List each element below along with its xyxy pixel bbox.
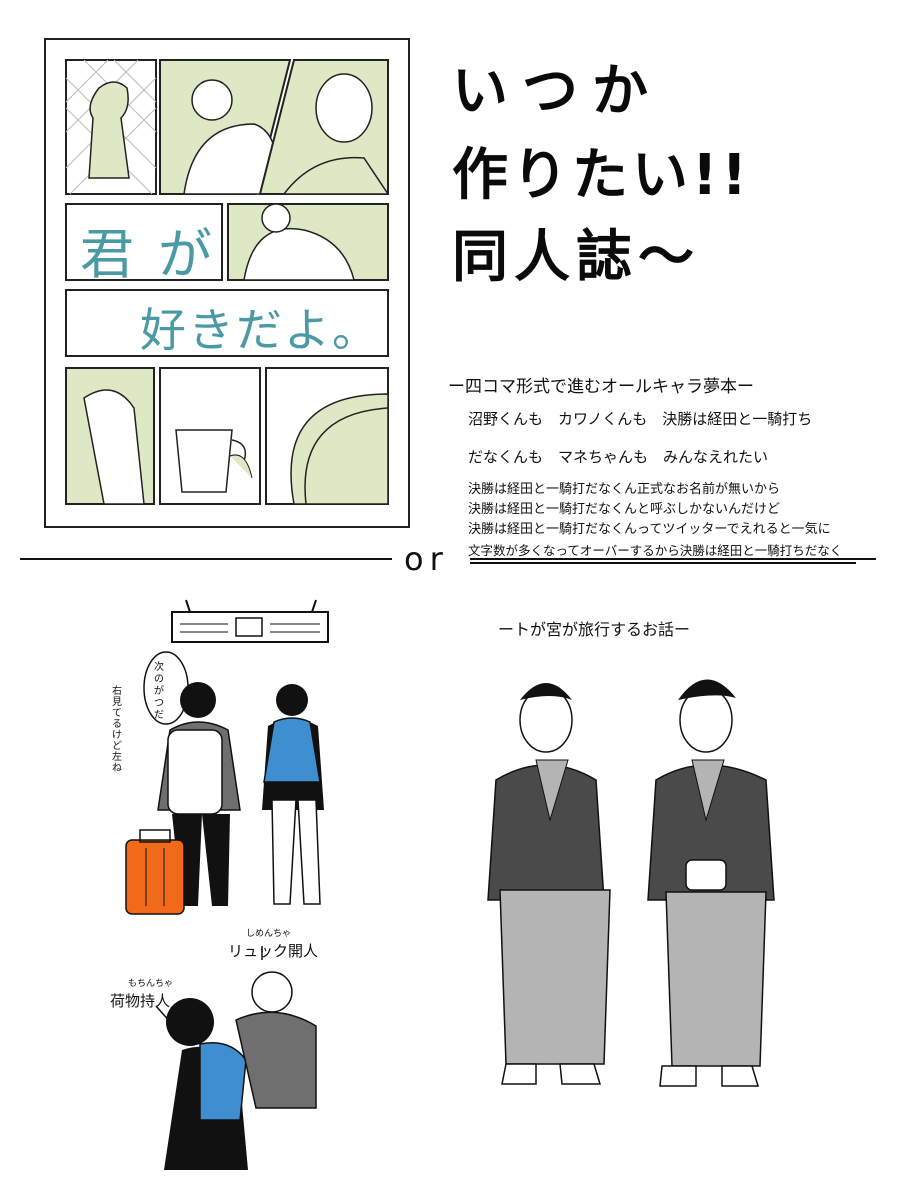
label-backpack-ruby: しめんちゃ [246,929,292,939]
manga-panels-illustration [44,38,410,528]
trip-title: ートが宮が旅行するお話ー [498,620,691,639]
subtitle: ー四コマ形式で進むオールキャラ夢本ー [448,377,754,397]
label-luggage: 荷物持人 [110,992,171,1010]
label-backpack: リュック開人 [228,942,319,960]
divider-or: or [404,540,449,578]
desc-underline [470,562,856,564]
manuscript-page: 君が 好きだよ。 [44,38,410,528]
divider-left-line [20,558,392,560]
desc-line-2: だなくんも マネちゃんも みんなえれたい [468,448,769,466]
label-luggage-ruby: もちんちゃ [128,979,174,989]
cover-text-line1: 君が [80,223,236,286]
desc-line-4: 決勝は経田と一騎打だなくんと呼ぶしかないんだけど [468,502,781,517]
title-line-1: いつか [452,59,662,124]
desc-line-5: 決勝は経田と一騎打だなくんってツイッターでえれると一気に [468,522,831,537]
desc-line-3: 決勝は経田と一騎打だなくん正式なお名前が無いから [468,482,781,497]
title-line-3: 同人誌〜 [452,225,700,290]
travelers-illustration [125,599,329,1170]
yukata-pair-illustration [487,679,775,1087]
side-note: 右見てるけど左ね [112,686,122,774]
desc-line-1: 沼野くんも カワノくんも 決勝は経田と一騎打ち [468,410,813,428]
title-line-2: 作りたい!! [452,143,752,208]
desc-line-6: 文字数が多くなってオーバーするから決勝は経田と一騎打ちだなく [468,543,843,558]
speech-bubble-text: 次のがつだ [154,662,164,721]
divider-right-line [470,558,876,560]
cover-text-line2: 好きだよ。 [140,303,380,357]
